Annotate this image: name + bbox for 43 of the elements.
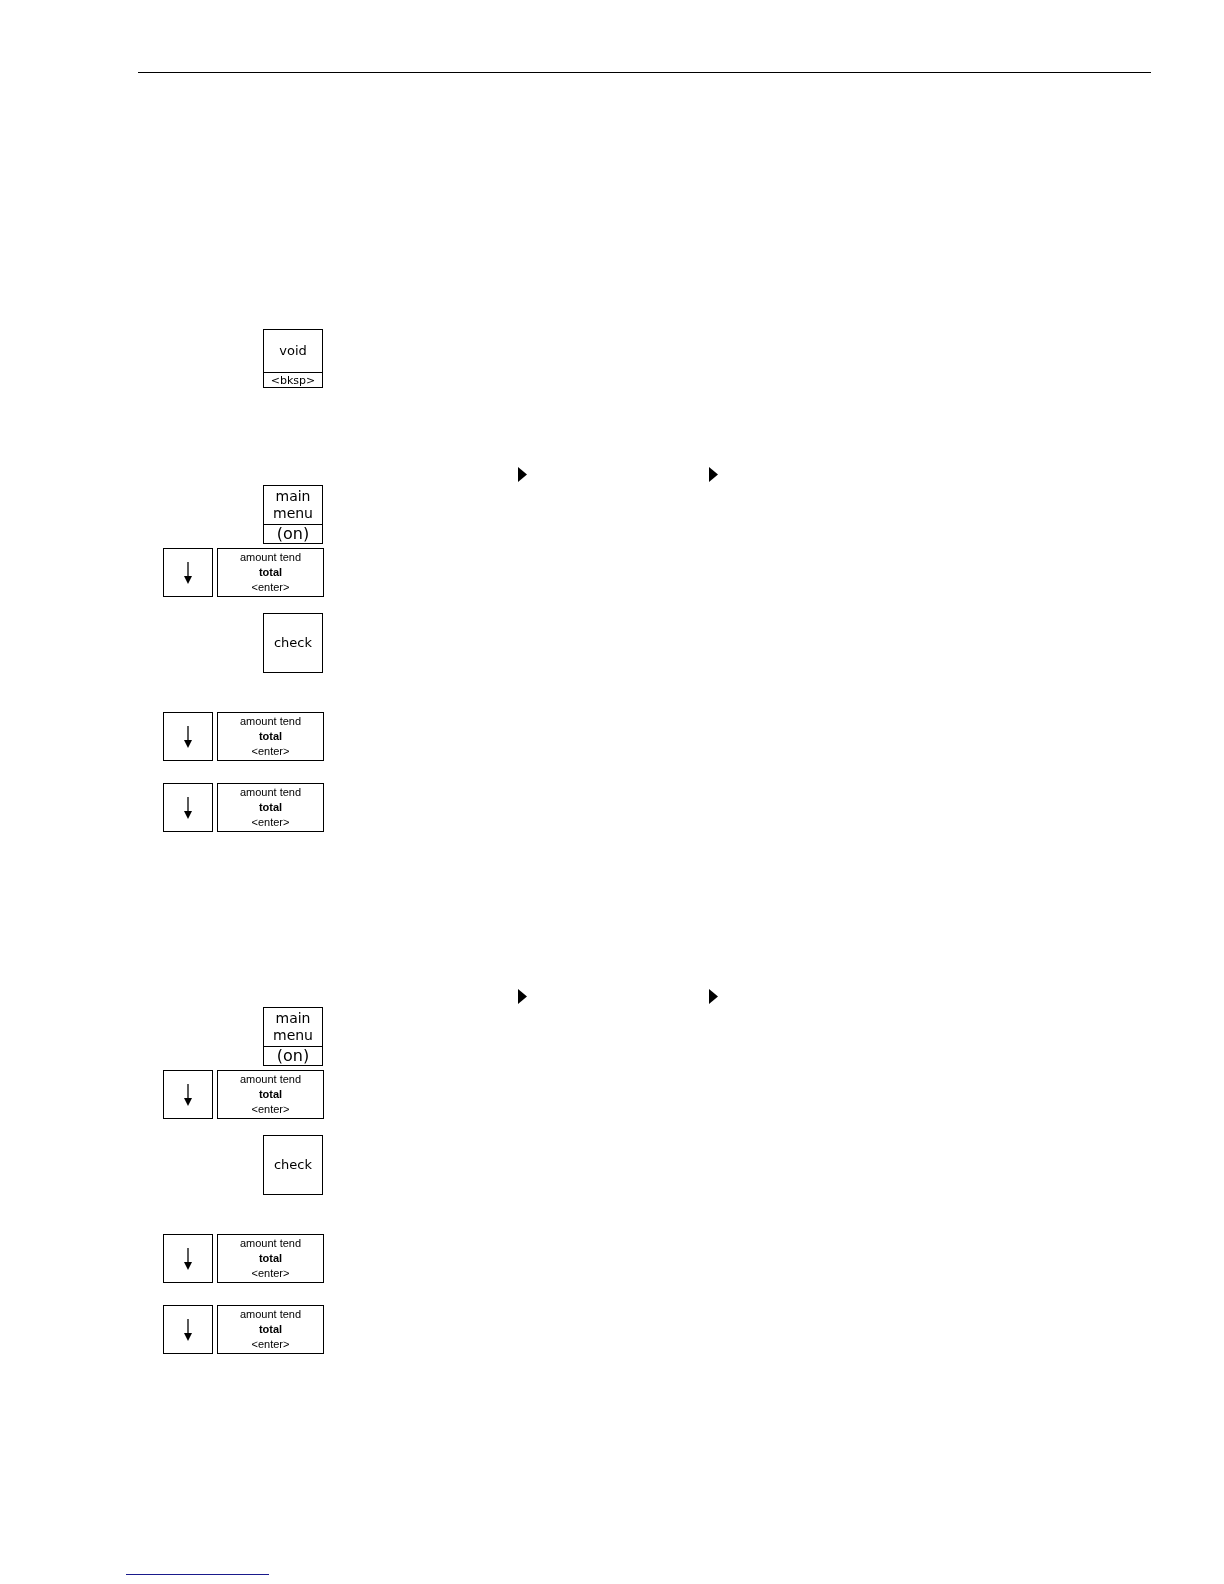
key — [217, 1305, 324, 1354]
key — [263, 485, 323, 544]
key-label: <enter> — [251, 744, 290, 759]
key — [217, 1234, 324, 1283]
arrow-key — [163, 1305, 213, 1354]
key — [263, 329, 323, 388]
key-label: amount tend — [239, 714, 302, 729]
key-label: <enter> — [251, 580, 290, 595]
key-label: total — [258, 1322, 283, 1337]
key — [263, 1007, 323, 1066]
key-label: (on) — [276, 525, 310, 543]
key-label: total — [258, 565, 283, 580]
arrow-key — [163, 1070, 213, 1119]
key-label: total — [258, 1087, 283, 1102]
key-label: <enter> — [251, 1337, 290, 1352]
arrow-key — [163, 548, 213, 597]
key-label: main menu — [272, 488, 314, 522]
key-label: amount tend — [239, 1307, 302, 1322]
key-label: <bksp> — [270, 373, 316, 387]
key-label: total — [258, 1251, 283, 1266]
arrow-key — [163, 712, 213, 761]
key-label: total — [258, 800, 283, 815]
key-label: void — [279, 342, 307, 361]
key-label: <enter> — [251, 815, 290, 830]
key — [217, 1070, 324, 1119]
key-label: check — [273, 634, 313, 653]
key-label: <enter> — [251, 1266, 290, 1281]
key-label: amount tend — [239, 1072, 302, 1087]
key-label: (on) — [276, 1047, 310, 1065]
key — [217, 712, 324, 761]
key — [217, 783, 324, 832]
key-label: check — [273, 1156, 313, 1175]
key — [263, 613, 323, 673]
key-label: total — [258, 729, 283, 744]
key-label: amount tend — [239, 1236, 302, 1251]
key — [263, 1135, 323, 1195]
arrow-key — [163, 1234, 213, 1283]
arrow-key — [163, 783, 213, 832]
key-label: amount tend — [239, 785, 302, 800]
key-label: main menu — [272, 1010, 314, 1044]
key-label: amount tend — [239, 550, 302, 565]
key — [217, 548, 324, 597]
key-label: <enter> — [251, 1102, 290, 1117]
